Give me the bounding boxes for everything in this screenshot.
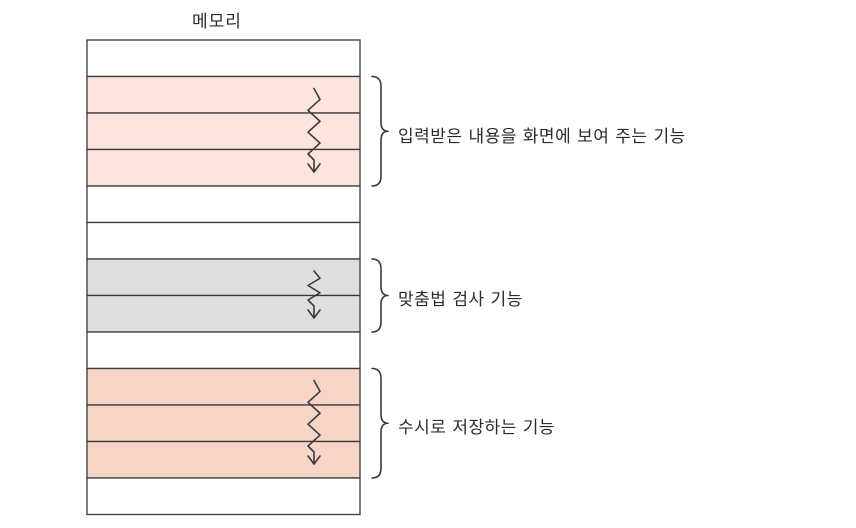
- group-label-display: 입력받은 내용을 화면에 보여 주는 기능: [398, 127, 686, 147]
- memory-row: [86, 221, 361, 260]
- memory-title: 메모리: [192, 12, 242, 32]
- arrow-head: [307, 309, 321, 319]
- arrows: [307, 87, 321, 465]
- memory-row: [86, 404, 361, 443]
- group-brace: [371, 75, 389, 187]
- memory-row: [86, 367, 361, 406]
- memory-row: [86, 440, 361, 479]
- group-label-spellcheck: 맞춤법 검사 기능: [398, 290, 523, 310]
- memory-row: [86, 185, 361, 224]
- flow-arrow: [307, 87, 321, 173]
- group-brace: [371, 258, 389, 333]
- memory-row: [86, 39, 361, 78]
- arrow-head: [307, 455, 321, 465]
- memory-row: [86, 477, 361, 516]
- group-label-autosave: 수시로 저장하는 기능: [398, 418, 556, 438]
- group-brace: [371, 367, 389, 479]
- flow-arrow: [307, 270, 321, 319]
- flow-arrow: [307, 379, 321, 465]
- memory-row: [86, 331, 361, 370]
- memory-row: [86, 75, 361, 114]
- arrow-head: [307, 163, 321, 173]
- memory-row: [86, 112, 361, 151]
- memory-rows: [86, 39, 361, 516]
- braces: [371, 75, 389, 479]
- memory-row: [86, 148, 361, 187]
- memory-row: [86, 294, 361, 333]
